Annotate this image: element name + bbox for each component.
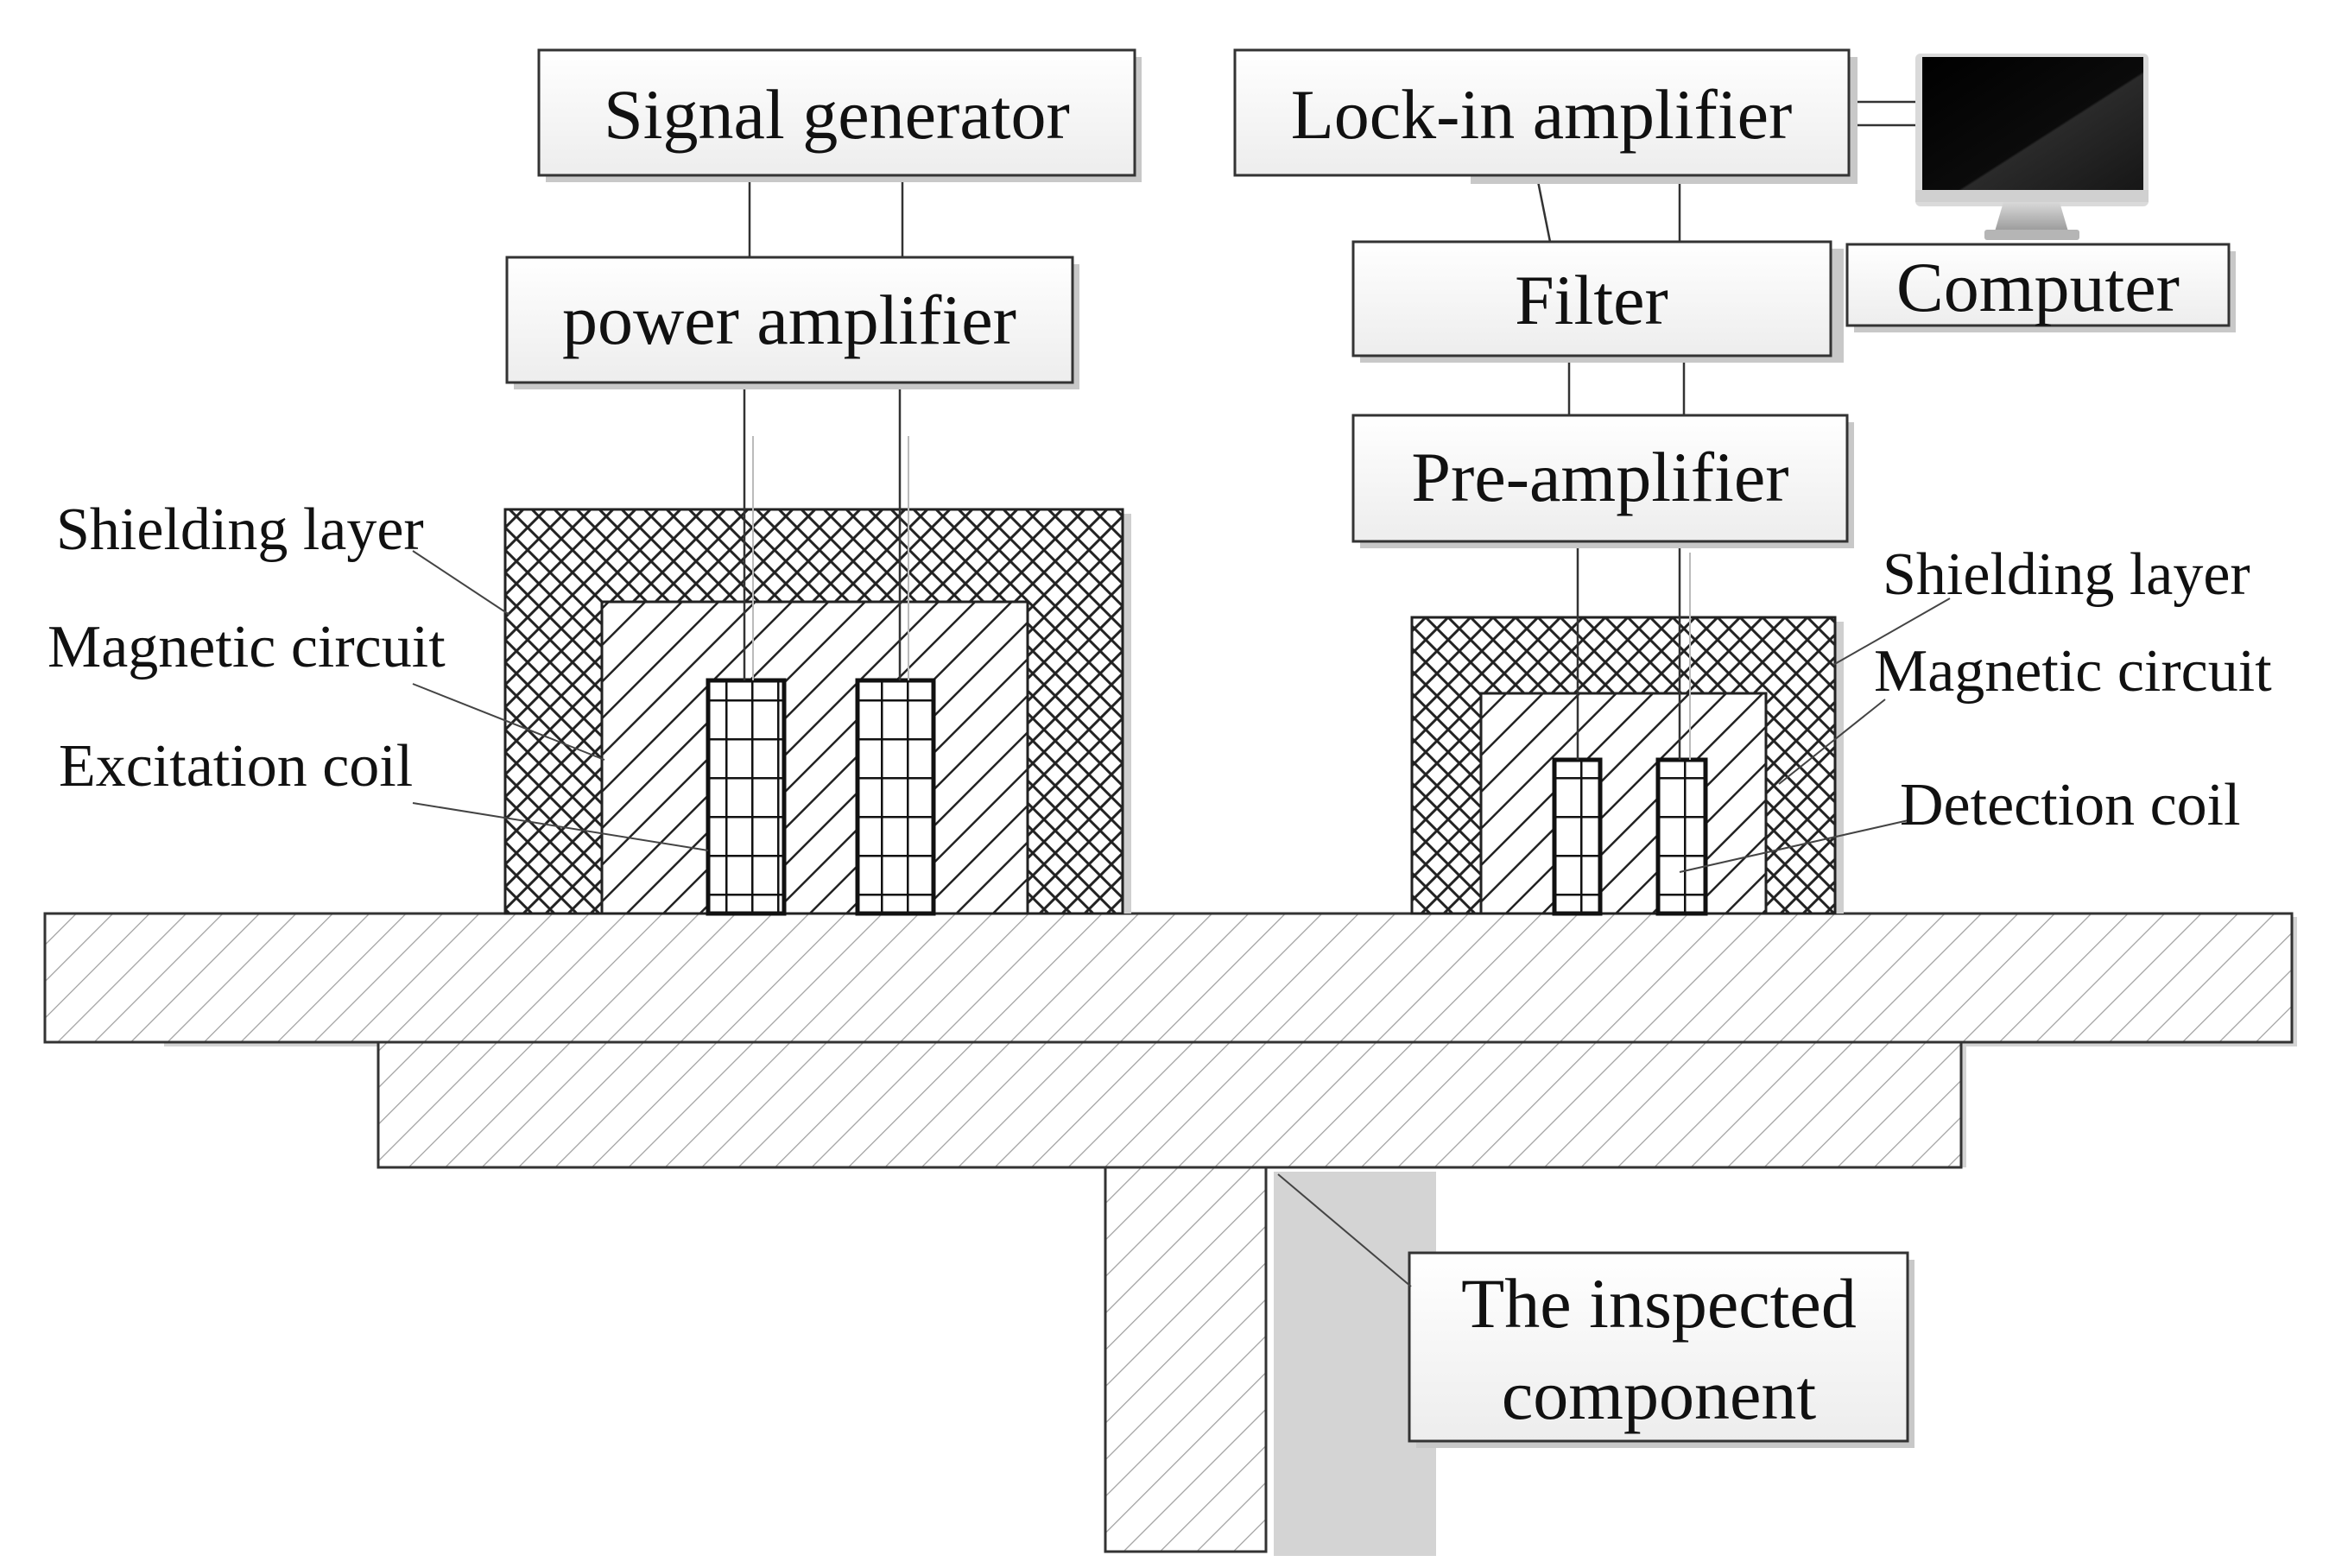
- inspected-component-label-line1: The inspected: [1461, 1264, 1857, 1343]
- right-shielding-layer-label: Shielding layer: [1883, 541, 2250, 608]
- monitor-icon: [1915, 54, 2149, 240]
- leader-lines: [412, 550, 1951, 1287]
- left-labels: Shielding layer Magnetic circuit Excitat…: [47, 496, 446, 800]
- detection-coil-label: Detection coil: [1900, 772, 2241, 838]
- filter-label: Filter: [1515, 261, 1668, 339]
- signal-generator-label: Signal generator: [604, 75, 1070, 154]
- left-shielding-layer-label: Shielding layer: [56, 496, 424, 563]
- right-magnetic-circuit: [1479, 692, 1768, 915]
- lock-in-amplifier-label: Lock-in amplifier: [1291, 75, 1793, 154]
- signal-generator-box: Signal generator: [537, 48, 1142, 182]
- pre-amplifier-label: Pre-amplifier: [1411, 438, 1788, 516]
- left-magnetic-circuit: [600, 600, 1029, 915]
- left-magnetic-circuit-label: Magnetic circuit: [47, 614, 446, 680]
- power-amplifier-box: power amplifier: [505, 256, 1079, 389]
- lock-in-amplifier-box: Lock-in amplifier: [1233, 48, 1858, 184]
- inspected-component-label-line2: component: [1502, 1356, 1817, 1434]
- computer-box: Computer: [1845, 243, 2236, 332]
- computer-label: Computer: [1896, 248, 2180, 326]
- excitation-coil-label: Excitation coil: [59, 733, 413, 800]
- pre-amplifier-box: Pre-amplifier: [1351, 414, 1854, 548]
- wires: [743, 100, 1917, 760]
- right-labels: Shielding layer Magnetic circuit Detecti…: [1874, 541, 2272, 838]
- right-magnetic-circuit-label: Magnetic circuit: [1874, 638, 2272, 705]
- power-amplifier-label: power amplifier: [562, 281, 1016, 359]
- filter-box: Filter: [1351, 240, 1844, 363]
- inspected-component-box: The inspected component: [1408, 1251, 1914, 1448]
- inspected-component: [43, 912, 2297, 1556]
- excitation-coil: [706, 678, 936, 916]
- detection-coil: [1552, 757, 1708, 916]
